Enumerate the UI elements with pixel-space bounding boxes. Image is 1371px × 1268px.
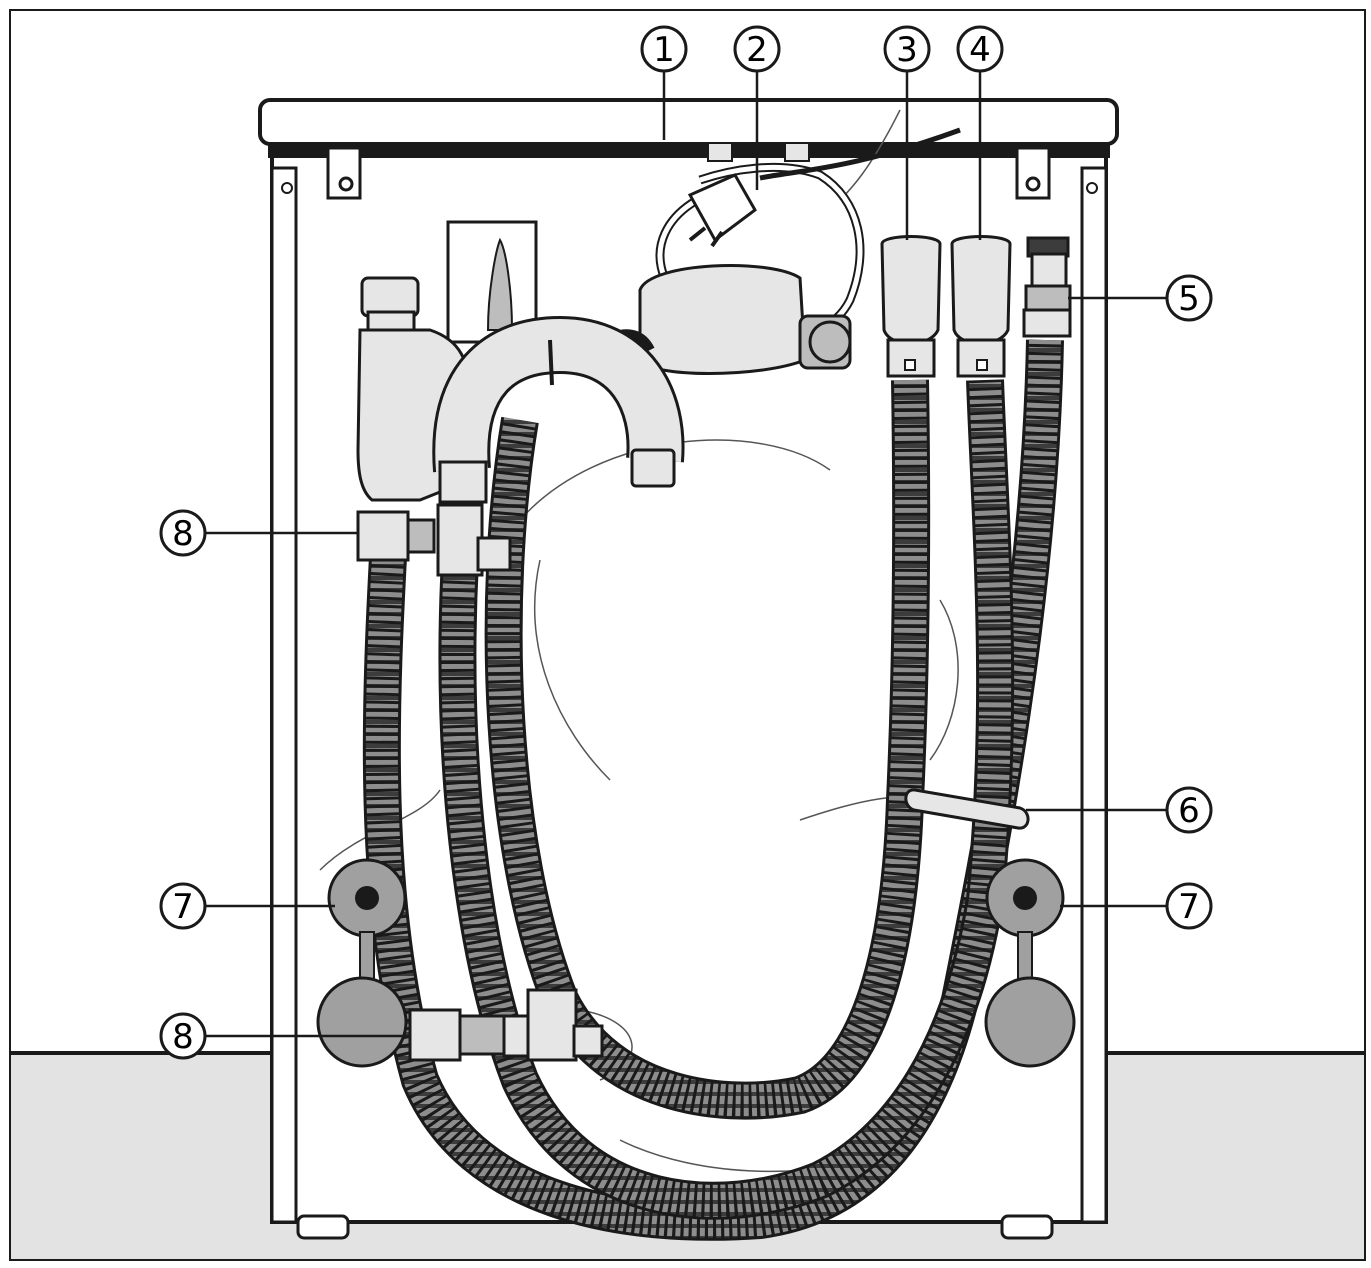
callout-7-right: 7 [1165,882,1213,930]
drain-hose-bend [432,315,685,504]
callout-6: 6 [1165,786,1213,834]
callout-label: 5 [1178,279,1200,319]
callout-label: 4 [969,30,991,70]
hose-cap-3 [880,235,942,345]
callout-label: 3 [896,30,918,70]
hose-end-caps [880,235,1072,378]
foot-left [296,1214,350,1240]
screw-icon [338,176,354,192]
hose-couplings [356,503,604,1062]
callout-8-lower: 8 [159,1012,207,1060]
callout-3: 3 [883,25,931,73]
callout-4: 4 [956,25,1004,73]
foot-right [1000,1214,1054,1240]
screw-icon [1086,182,1098,194]
cabinet-left-rail [270,166,298,1224]
callout-label: 6 [1178,791,1200,831]
plug-icon [687,173,757,243]
callout-label: 8 [172,514,194,554]
callout-5: 5 [1165,274,1213,322]
callout-leaders [206,72,1166,1038]
callout-8-upper: 8 [159,509,207,557]
callout-1: 1 [640,25,688,73]
hose-clip [904,788,1030,830]
callout-label: 7 [172,887,194,927]
coupling-upper [356,510,410,562]
coupling-lower [408,1008,462,1062]
transit-weights [316,858,1076,1068]
hose-cap-4 [950,235,1012,345]
callout-label: 8 [172,1017,194,1057]
top-lid [258,98,1119,146]
callout-label: 1 [653,30,675,70]
callout-label: 2 [746,30,768,70]
screw-icon [1025,176,1041,192]
screw-icon [281,182,293,194]
callout-label: 7 [1178,887,1200,927]
control-box [446,220,852,375]
cabinet-right-rail [1080,166,1108,1224]
drain-hose [438,379,1015,1220]
callout-2: 2 [733,25,781,73]
callout-7-left: 7 [159,882,207,930]
